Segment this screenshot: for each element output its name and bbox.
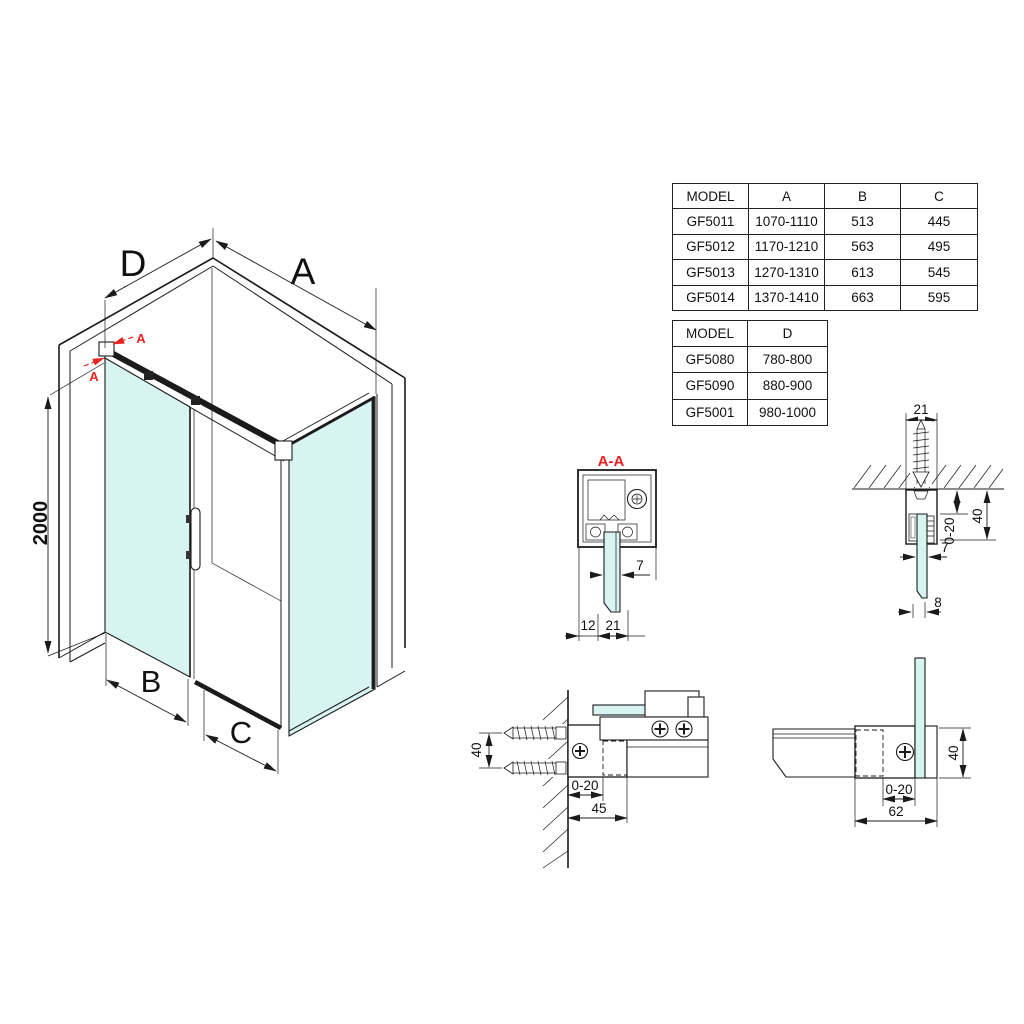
floor-profile-detail: 40 0-20 62 [772,657,971,827]
section-aa-title: A-A [598,453,625,470]
anchor-screw-1 [503,725,567,741]
cell-c: 445 [900,208,978,235]
size-table-row: GF5012 1170-1210 563 495 [672,233,978,261]
dim-label-a: A [291,251,316,292]
depth-table: MODEL D GF5080 780-800 GF5090 880-900 GF… [672,319,828,426]
section-cut-markers: A A [83,331,146,384]
size-table-header-row: MODEL A B C [672,182,978,210]
iso-dimensions: D A 2000 B C [30,238,377,774]
dim-label-d: D [120,243,147,284]
cell-model: GF5011 [672,208,749,235]
dim-label-c: C [230,715,252,750]
corner-post-cap [274,440,293,461]
dim-label-height: 2000 [30,501,52,546]
section-aa-detail: A-A 7 12 21 [565,453,657,641]
dim-21: 21 [913,402,928,417]
cell-b: 663 [824,284,901,311]
cell-b: 563 [824,233,901,261]
cell-b: 513 [824,208,901,235]
clamp-piece [924,725,938,779]
size-table-row: GF5011 1070-1110 513 445 [672,208,978,235]
anchor-screw-2 [503,760,567,776]
cell-model: GF5012 [672,233,749,261]
glass-pane-plan [592,704,649,716]
size-th-b: B [824,182,901,210]
cell-a: 1370-1410 [748,284,825,311]
cell-model: GF5090 [672,372,748,400]
depth-table-row: GF5001 980-1000 [672,398,828,426]
cell-b: 613 [824,259,901,286]
dim-width-62: 62 [888,804,903,819]
sliding-door-glass [104,357,201,679]
cell-a: 1070-1110 [748,208,825,235]
depth-table-row: GF5090 880-900 [672,372,828,400]
cell-a: 1170-1210 [748,233,825,261]
cell-c: 595 [900,284,978,311]
wall-bracket-detail: 40 0-20 45 [469,690,709,869]
cell-a: 1270-1310 [748,259,825,286]
size-table-row: GF5013 1270-1310 613 545 [672,259,978,286]
section-marker-a-lower: A [89,369,99,384]
size-table: MODEL A B C GF5011 1070-1110 513 445 GF5… [672,182,978,311]
depth-table-row: GF5080 780-800 [672,346,828,374]
handle-mount [186,551,191,559]
roller [144,371,153,380]
cell-model: GF5080 [672,346,748,374]
cell-model: GF5001 [672,398,748,426]
wall-hatch [542,696,569,869]
anchor-screw-vertical [912,419,930,488]
size-th-c: C [900,182,978,210]
roller [191,396,200,405]
cell-c: 545 [900,259,978,286]
isometric-enclosure-drawing: D A 2000 B C A A [30,228,406,774]
dim-glass-7: 7 [941,540,949,555]
size-th-a: A [748,182,825,210]
section-marker-a-upper: A [136,331,146,346]
cell-c: 495 [900,233,978,261]
door-bottom-profile [772,728,856,778]
dim-height-40: 40 [970,508,985,523]
dim-adjust-0-20: 0-20 [885,782,912,797]
size-th-model: MODEL [672,182,749,210]
dim-edge-8: 8 [934,595,942,610]
dim-depth-45: 45 [591,801,606,816]
dim-glass-thickness: 7 [636,558,644,573]
dim-spacing-40: 40 [469,742,484,757]
glass-pane-side [914,657,926,779]
glass-pane-top [916,513,928,599]
dim-width-21: 21 [605,618,620,633]
handle-mount [186,515,191,523]
cell-model: GF5013 [672,259,749,286]
profile-body [626,739,709,778]
side-glass-panel [282,392,376,737]
cell-d: 780-800 [747,346,828,374]
bottom-rail [193,460,283,730]
depth-th-model: MODEL [672,319,748,348]
cell-d: 980-1000 [747,398,828,426]
track-end-cap [98,341,115,357]
dim-adjust-0-20: 0-20 [571,778,598,793]
dim-label-b: B [141,664,162,699]
cell-d: 880-900 [747,372,828,400]
cell-model: GF5014 [672,284,749,311]
depth-th-d: D [747,319,828,348]
dim-height-40: 40 [946,745,961,760]
dim-offset-12: 12 [580,618,595,633]
door-handle [190,507,201,571]
size-table-row: GF5014 1370-1410 663 595 [672,284,978,311]
dim-adjust-0-20: 0-20 [942,517,957,544]
depth-table-header-row: MODEL D [672,319,828,348]
glass-pane-section [603,531,621,613]
ceiling-profile-detail: 21 0-20 40 7 [852,402,1004,618]
